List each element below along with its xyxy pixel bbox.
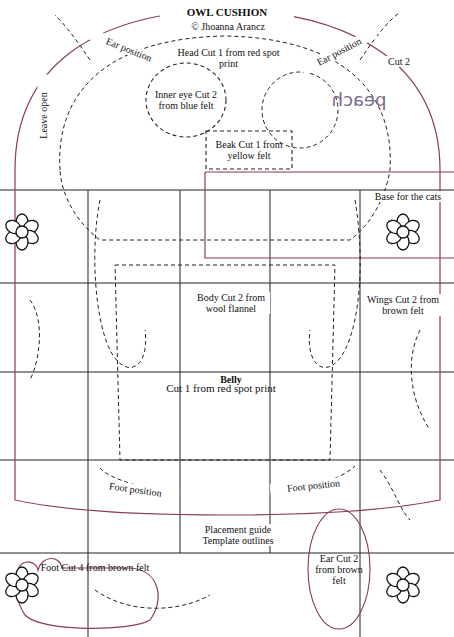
pattern-label: Leave open: [38, 75, 49, 157]
pattern-label: Foot position: [92, 478, 180, 501]
title: OWL CUSHION: [160, 6, 294, 18]
pattern-label: Placement guide Template outlines: [186, 524, 290, 546]
pattern-piece: Foot Cut 4 from brown felt: [30, 548, 160, 586]
pattern-label: Ear position: [89, 29, 169, 70]
piece-label: Beak Cut 1 from yellow felt: [209, 139, 289, 161]
pattern-label: Wings Cut 2 from brown felt: [362, 294, 444, 316]
pattern-piece: Inner eye Cut 2 from blue felt: [145, 62, 227, 138]
pattern-label: Body Cut 2 from wool flannel: [192, 292, 270, 314]
pattern-piece: Beak Cut 1 from yellow felt: [205, 130, 293, 170]
pattern-label: Base for the cats: [362, 191, 454, 202]
piece-label: Inner eye Cut 2 from blue felt: [149, 89, 223, 111]
pattern-label: Cut 2: [378, 56, 420, 67]
pattern-label: peach: [318, 90, 400, 110]
piece-label: Foot Cut 4 from brown felt: [41, 562, 150, 573]
pattern-piece: Ear Cut 2 from brown felt: [307, 508, 371, 630]
pattern-label: Cut 1 from red spot print: [120, 383, 322, 394]
piece-label: Ear Cut 2 from brown felt: [311, 553, 367, 586]
pattern-label: Head Cut 1 from red spot print: [175, 47, 282, 69]
pattern-label: Foot position: [270, 475, 358, 495]
pattern-label: © Jhoanna Arancz: [165, 21, 291, 32]
